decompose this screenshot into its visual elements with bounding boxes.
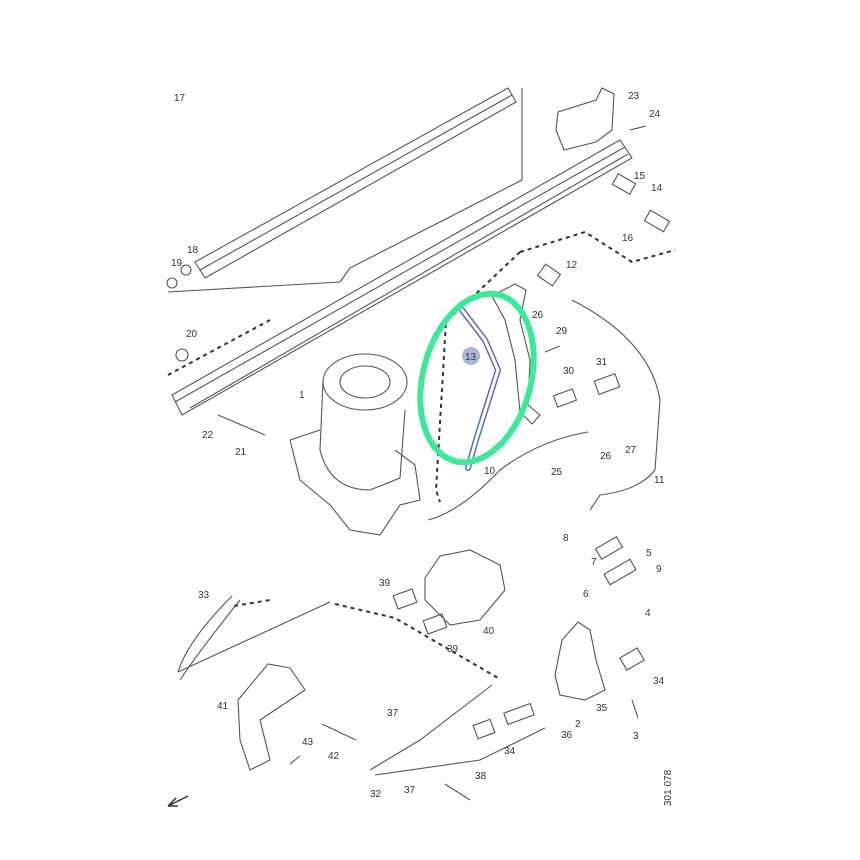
label-39[interactable]: 39 (447, 644, 459, 655)
label-29[interactable]: 29 (556, 326, 568, 337)
label-18[interactable]: 18 (187, 245, 199, 256)
bracket-41 (237, 663, 306, 771)
label-39[interactable]: 39 (379, 578, 391, 589)
reference-code: 301 078 (663, 769, 674, 806)
label-20[interactable]: 20 (186, 329, 198, 340)
bracket-26 (491, 283, 541, 425)
label-13[interactable]: 13 (465, 352, 477, 363)
label-16[interactable]: 16 (622, 233, 634, 244)
label-11[interactable]: 11 (654, 475, 665, 486)
label-12[interactable]: 12 (566, 260, 578, 271)
label-5[interactable]: 5 (646, 548, 652, 559)
label-14[interactable]: 14 (651, 183, 663, 194)
label-9[interactable]: 9 (656, 564, 662, 575)
label-31[interactable]: 31 (596, 357, 608, 368)
direction-arrow-icon (167, 795, 189, 807)
bracket-23 (555, 87, 615, 151)
dashed-boundary (167, 230, 676, 503)
label-10[interactable]: 10 (484, 466, 496, 477)
part-labels: 17 23 24 15 14 16 18 19 12 26 29 13 31 3… (171, 91, 674, 806)
label-37[interactable]: 37 (404, 785, 416, 796)
label-26[interactable]: 26 (532, 310, 544, 321)
dashed-boundary (233, 599, 499, 679)
label-34[interactable]: 34 (504, 746, 516, 757)
label-37[interactable]: 37 (387, 708, 399, 719)
label-35[interactable]: 35 (596, 703, 608, 714)
label-4[interactable]: 4 (645, 608, 651, 619)
label-24[interactable]: 24 (649, 109, 661, 120)
label-34[interactable]: 34 (653, 676, 665, 687)
pump-40 (424, 549, 506, 626)
label-40[interactable]: 40 (483, 626, 495, 637)
label-22[interactable]: 22 (202, 430, 214, 441)
inset-frame (167, 88, 523, 293)
part-13-badge[interactable] (462, 347, 480, 365)
label-36[interactable]: 36 (561, 730, 573, 741)
label-23[interactable]: 23 (628, 91, 640, 102)
label-17[interactable]: 17 (174, 93, 186, 104)
label-33[interactable]: 33 (198, 590, 210, 601)
highlight-ellipse (417, 290, 537, 466)
label-8[interactable]: 8 (563, 533, 569, 544)
fuel-rail (171, 139, 633, 416)
fittings (166, 125, 671, 801)
label-15[interactable]: 15 (634, 171, 646, 182)
label-41[interactable]: 41 (217, 701, 229, 712)
label-3[interactable]: 3 (633, 731, 639, 742)
fuel-pipe-25 (427, 431, 589, 521)
label-32[interactable]: 32 (370, 789, 382, 800)
fuel-filter-housing (289, 353, 421, 536)
label-6[interactable]: 6 (583, 589, 589, 600)
bracket-2 (554, 621, 606, 701)
inset-fuel-rail (194, 87, 517, 279)
label-26[interactable]: 26 (600, 451, 612, 462)
label-27[interactable]: 27 (625, 445, 637, 456)
fuel-pipe-11 (571, 299, 661, 511)
label-7[interactable]: 7 (591, 557, 597, 568)
label-42[interactable]: 42 (328, 751, 340, 762)
pipe-32 (369, 684, 546, 776)
label-1[interactable]: 1 (299, 390, 305, 401)
label-38[interactable]: 38 (475, 771, 487, 782)
pipe-33 (177, 595, 331, 681)
label-2[interactable]: 2 (575, 719, 581, 730)
label-19[interactable]: 19 (171, 258, 183, 269)
label-21[interactable]: 21 (235, 447, 247, 458)
label-25[interactable]: 25 (551, 467, 563, 478)
label-43[interactable]: 43 (302, 737, 314, 748)
label-30[interactable]: 30 (563, 366, 575, 377)
